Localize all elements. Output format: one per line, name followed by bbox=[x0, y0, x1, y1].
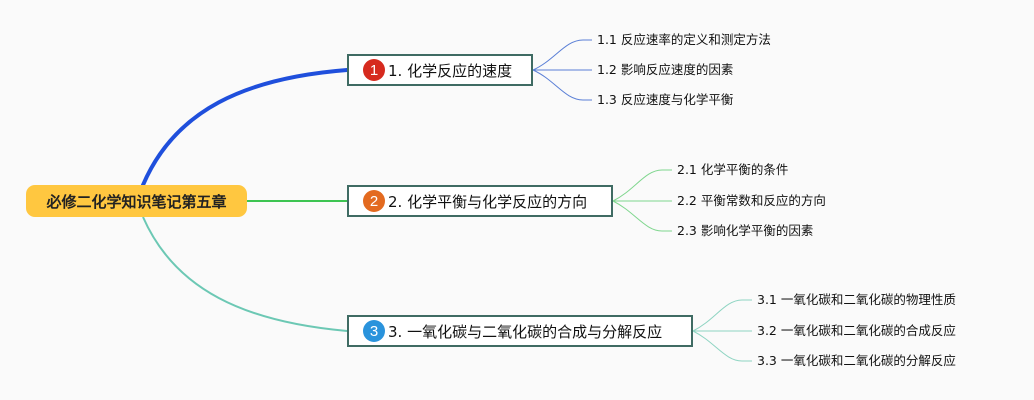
connector-leaf-2-1 bbox=[612, 169, 672, 202]
connector-root-branch-1 bbox=[141, 68, 349, 187]
root-topic[interactable]: 必修二化学知识笔记第五章 bbox=[26, 185, 247, 217]
subtopic-1-2[interactable]: 1.2 影响反应速度的因素 bbox=[597, 62, 734, 77]
branch-topic-1[interactable]: 1 1. 化学反应的速度 bbox=[347, 54, 533, 86]
priority-3-icon: 3 bbox=[363, 320, 385, 342]
root-topic-label: 必修二化学知识笔记第五章 bbox=[46, 192, 227, 211]
branch-topic-1-label: 1. 化学反应的速度 bbox=[388, 61, 513, 80]
branch-topic-3-label: 3. 一氧化碳与二氧化碳的合成与分解反应 bbox=[388, 322, 663, 341]
connector-leaf-3-3 bbox=[692, 330, 752, 362]
priority-2-icon: 2 bbox=[363, 190, 385, 212]
subtopic-3-3[interactable]: 3.3 一氧化碳和二氧化碳的分解反应 bbox=[757, 353, 956, 368]
subtopic-2-3[interactable]: 2.3 影响化学平衡的因素 bbox=[677, 223, 814, 238]
subtopic-3-1[interactable]: 3.1 一氧化碳和二氧化碳的物理性质 bbox=[757, 292, 956, 307]
connector-leaf-1-1 bbox=[532, 39, 592, 71]
subtopic-2-2[interactable]: 2.2 平衡常数和反应的方向 bbox=[677, 193, 826, 208]
branch-topic-3[interactable]: 3 3. 一氧化碳与二氧化碳的合成与分解反应 bbox=[347, 315, 693, 347]
subtopic-3-2[interactable]: 3.2 一氧化碳和二氧化碳的合成反应 bbox=[757, 323, 956, 338]
connector-leaf-3-1 bbox=[692, 299, 752, 332]
connector-root-branch-3 bbox=[142, 216, 348, 332]
subtopic-1-1[interactable]: 1.1 反应速率的定义和测定方法 bbox=[597, 32, 771, 47]
branch-topic-2-label: 2. 化学平衡与化学反应的方向 bbox=[388, 192, 588, 211]
connector-leaf-2-3 bbox=[612, 200, 672, 232]
connector-leaf-1-3 bbox=[532, 69, 592, 101]
subtopic-1-3[interactable]: 1.3 反应速度与化学平衡 bbox=[597, 92, 734, 107]
branch-topic-2[interactable]: 2 2. 化学平衡与化学反应的方向 bbox=[347, 185, 613, 217]
subtopic-2-1[interactable]: 2.1 化学平衡的条件 bbox=[677, 162, 789, 177]
priority-1-icon: 1 bbox=[363, 59, 385, 81]
